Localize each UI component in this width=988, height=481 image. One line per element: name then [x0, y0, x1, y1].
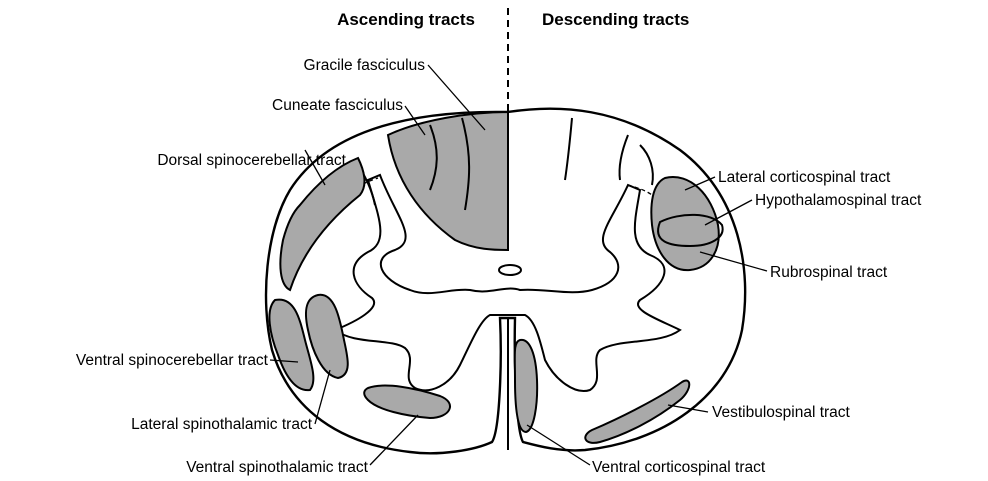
- label-ventral-spinothalamic: Ventral spinothalamic tract: [186, 459, 368, 476]
- central-canal: [499, 265, 521, 275]
- ventral-corticospinal-tract: [515, 340, 537, 432]
- ascending-header: Ascending tracts: [337, 10, 475, 29]
- label-cuneate-fasciculus: Cuneate fasciculus: [272, 97, 403, 114]
- label-ventral-spinocerebellar: Ventral spinocerebellar tract: [76, 352, 269, 369]
- label-lateral-corticospinal: Lateral corticospinal tract: [718, 169, 891, 186]
- label-ventral-corticospinal: Ventral corticospinal tract: [592, 459, 766, 476]
- label-gracile-fasciculus: Gracile fasciculus: [304, 57, 426, 74]
- descending-header: Descending tracts: [542, 10, 689, 29]
- label-rubrospinal: Rubrospinal tract: [770, 264, 888, 281]
- label-dorsal-spinocerebellar: Dorsal spinocerebellar tract: [157, 152, 346, 169]
- label-vestibulospinal: Vestibulospinal tract: [712, 404, 851, 421]
- label-lateral-spinothalamic: Lateral spinothalamic tract: [131, 416, 313, 433]
- label-hypothalamospinal: Hypothalamospinal tract: [755, 192, 922, 209]
